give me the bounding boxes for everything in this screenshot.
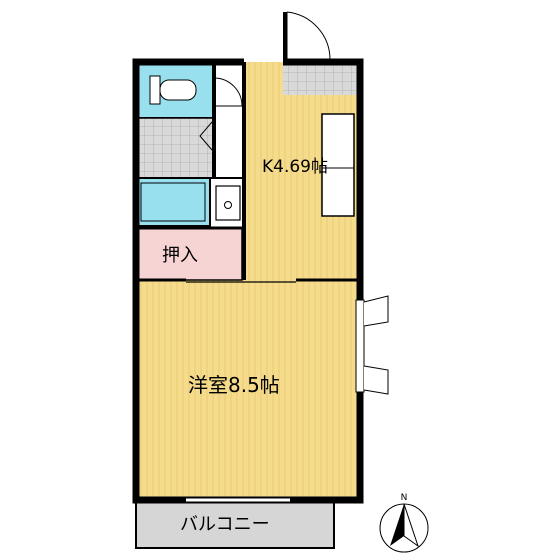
casement-door-bottom	[363, 365, 389, 395]
closet-label: 押入	[162, 245, 198, 266]
compass-north-arrow: N	[379, 493, 429, 553]
balcony-area	[135, 499, 335, 549]
casement-door-top	[363, 295, 389, 327]
western-room-floor	[136, 280, 360, 500]
entrance-tile	[283, 62, 360, 95]
toilet-tank	[149, 75, 161, 105]
balcony-label: バルコニー	[180, 514, 270, 535]
bathtub	[140, 182, 206, 222]
kitchen-label: K4.69帖	[262, 157, 328, 177]
entrance-door-swing	[286, 11, 331, 61]
compass-north-label: N	[401, 493, 408, 503]
door-frame	[283, 12, 287, 62]
closet-area	[135, 227, 243, 281]
kitchen-counter	[321, 113, 355, 217]
toilet-door-swing	[213, 77, 243, 107]
east-window	[355, 299, 365, 393]
wash-basin-drain	[224, 201, 232, 209]
washroom-tile	[135, 117, 215, 179]
wash-basin	[215, 185, 241, 221]
western-room-label: 洋室8.5帖	[188, 373, 280, 397]
washroom-door-swing	[199, 121, 213, 151]
toilet-bowl	[159, 79, 197, 101]
